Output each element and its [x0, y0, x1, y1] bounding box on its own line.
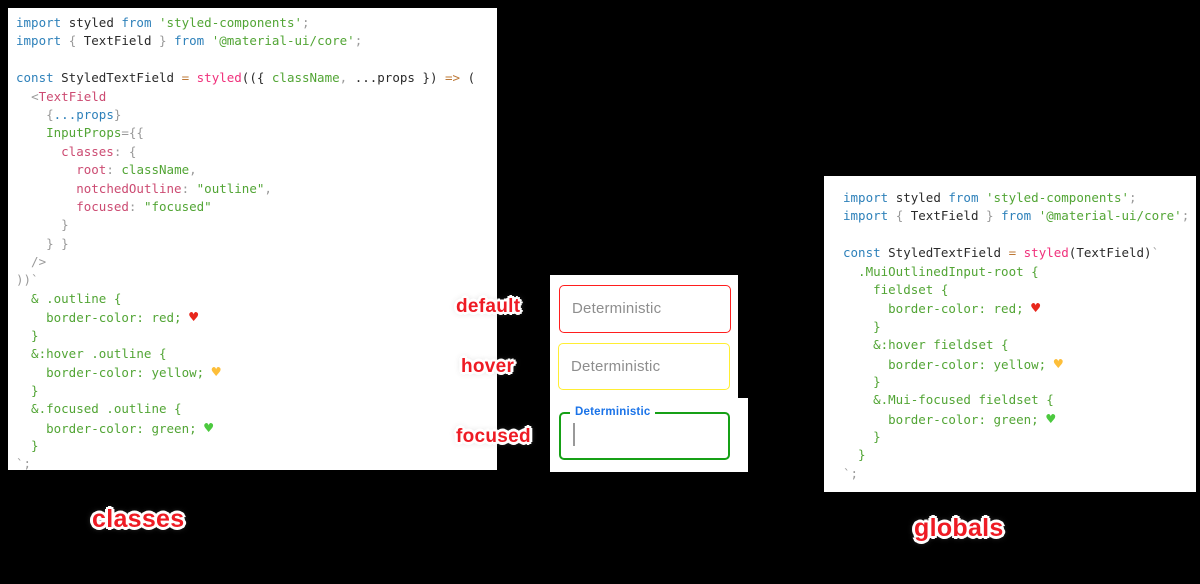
code-line: border-color: red; ♥ — [16, 308, 199, 327]
heart-red-icon: ♥ — [1031, 299, 1041, 318]
code-line: focused: "focused" — [76, 198, 212, 214]
code-line: const StyledTextField = styled(TextField… — [843, 245, 1160, 261]
code-snippet-classes: import styled from 'styled-components'; i… — [8, 8, 497, 472]
code-line: } — [843, 318, 881, 334]
code-line: import styled from 'styled-components'; — [843, 190, 1137, 205]
textfield-placeholder-label: Deterministic — [571, 358, 661, 375]
textfield-notched-label: Deterministic — [570, 405, 656, 420]
code-line: import { TextField } from '@material-ui/… — [843, 208, 1190, 224]
code-line: border-color: green; ♥ — [843, 409, 1056, 428]
state-label-focused: focused — [456, 426, 531, 447]
textfield-hover-state[interactable]: Deterministic — [558, 343, 730, 390]
code-line: {...props} — [46, 106, 122, 122]
code-line: classes: { — [61, 143, 137, 159]
code-line: &.focused .outline { — [16, 401, 182, 417]
state-label-hover: hover — [461, 356, 515, 377]
code-line: root: className, — [76, 162, 197, 178]
text-cursor — [573, 423, 575, 446]
heart-green-icon: ♥ — [204, 418, 214, 437]
code-line: ))` — [16, 272, 39, 288]
textfield-focused-state[interactable]: Deterministic — [559, 405, 730, 460]
heart-green-icon: ♥ — [1046, 409, 1056, 428]
code-line: } } — [16, 235, 69, 251]
code-line: } — [843, 373, 881, 389]
code-line — [16, 51, 497, 69]
code-line: import { TextField } from '@material-ui/… — [16, 33, 363, 49]
code-line: } — [843, 429, 881, 445]
code-line: `; — [843, 465, 859, 481]
code-line: /> — [16, 254, 47, 270]
code-line: border-color: yellow; ♥ — [16, 363, 221, 382]
code-line: &:hover fieldset { — [843, 337, 1009, 353]
code-line: &.Mui-focused fieldset { — [843, 392, 1054, 408]
code-line: } — [16, 217, 69, 233]
code-line: const StyledTextField = styled(({ classN… — [16, 70, 476, 86]
code-line: fieldset { — [843, 281, 949, 297]
heart-yellow-icon: ♥ — [211, 363, 221, 382]
heart-yellow-icon: ♥ — [1053, 354, 1063, 373]
code-line: } — [843, 447, 866, 463]
code-line: InputProps={{ — [46, 125, 144, 141]
code-line: } — [16, 437, 39, 453]
code-snippet-globals: import styled from 'styled-components'; i… — [824, 176, 1196, 492]
code-line — [843, 226, 1196, 244]
textfield-placeholder-label: Deterministic — [572, 300, 662, 317]
heart-red-icon: ♥ — [189, 308, 199, 327]
caption-classes: classes — [92, 505, 185, 533]
code-line: import styled from 'styled-components'; — [16, 15, 310, 30]
code-line: & .outline { — [16, 290, 122, 306]
caption-globals: globals — [914, 514, 1004, 542]
textfield-default-state[interactable]: Deterministic — [559, 285, 731, 333]
code-line: border-color: red; ♥ — [843, 299, 1041, 318]
code-line: &:hover .outline { — [16, 346, 167, 362]
code-line: notchedOutline: "outline", — [76, 180, 272, 196]
code-line: border-color: green; ♥ — [16, 418, 214, 437]
code-line: border-color: yellow; ♥ — [843, 354, 1063, 373]
code-line: `; — [16, 456, 32, 472]
code-line: .MuiOutlinedInput-root { — [843, 263, 1039, 279]
state-label-default: default — [456, 296, 521, 317]
code-line: } — [16, 327, 39, 343]
code-line: } — [16, 382, 39, 398]
code-line: <TextField — [31, 88, 107, 104]
